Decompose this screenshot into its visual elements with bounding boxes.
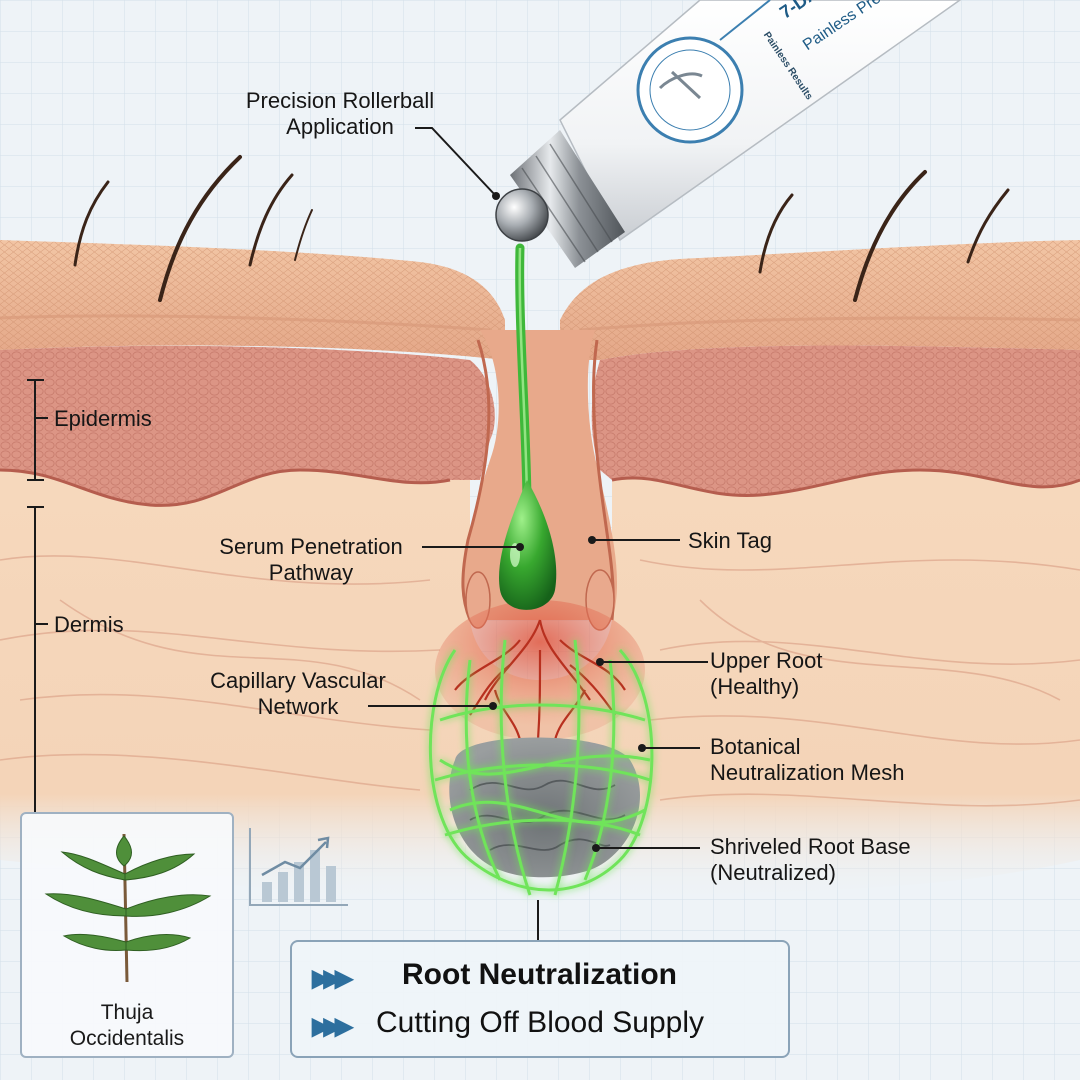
growth-chart-icon [249,828,348,906]
surface-band-line [0,314,491,332]
serum-droplet [499,480,557,610]
leader-dot-serum [516,543,524,551]
label-skin-tag: Skin Tag [688,528,772,553]
label-shriveled-root: Shriveled Root Base (Neutralized) [710,834,911,885]
dermal-junction-right [611,468,1080,498]
surface-band-line-right [579,316,1080,332]
leader-dot-upper-root [596,658,604,666]
thuja-name: Thuja Occidentalis [69,1001,185,1050]
banner-line-root-neutralization: Root Neutralization [402,958,677,991]
hair-strands [73,155,1010,302]
tube-label-seal-inner [649,49,731,131]
label-dermis: Dermis [54,612,124,637]
epidermis-cells [0,345,495,506]
label-capillary-network: Capillary Vascular Network [210,668,386,719]
label-epidermis: Epidermis [54,406,152,431]
rollerball-head [495,130,625,268]
skin-texture-right [560,240,1080,360]
label-upper-root: Upper Root (Healthy) [710,648,823,699]
root-neutralization-banner: ▶▶▶ Root Neutralization ▶▶▶ Cutting Off … [290,940,790,1058]
label-precision-rollerball: Precision Rollerball Application [245,88,435,139]
triple-arrow-icon-2: ▶▶▶ [312,1013,353,1040]
tube-label-divider [719,0,771,41]
dermal-junction-left [0,468,451,507]
label-botanical-mesh: Botanical Neutralization Mesh [710,734,905,785]
dermis-fibers [0,555,1080,807]
leader-dot-skin-tag [588,536,596,544]
leader-dot-mesh [638,744,646,752]
leader-dot-rollerball [492,192,500,200]
banner-line-blood-supply: Cutting Off Blood Supply [376,1006,704,1039]
leader-lines [368,127,708,940]
layer-brackets [27,379,48,812]
label-serum-penetration: Serum Penetration Pathway [219,534,403,585]
serum-stream-highlight [518,247,529,501]
rollerball-icon [658,70,703,100]
botanical-neutralization-mesh [428,639,654,896]
epidermis-cells-right [591,345,1080,496]
skin-texture [0,240,505,360]
leader-dot-root-base [592,844,600,852]
stalk-edge-left [461,339,491,621]
leader-dot-capillary [489,702,497,710]
leaf-branch-icon [44,833,212,983]
thuja-ingredient-card: Thuja Occidentalis [20,812,234,1058]
triple-arrow-icon: ▶▶▶ [312,965,353,992]
